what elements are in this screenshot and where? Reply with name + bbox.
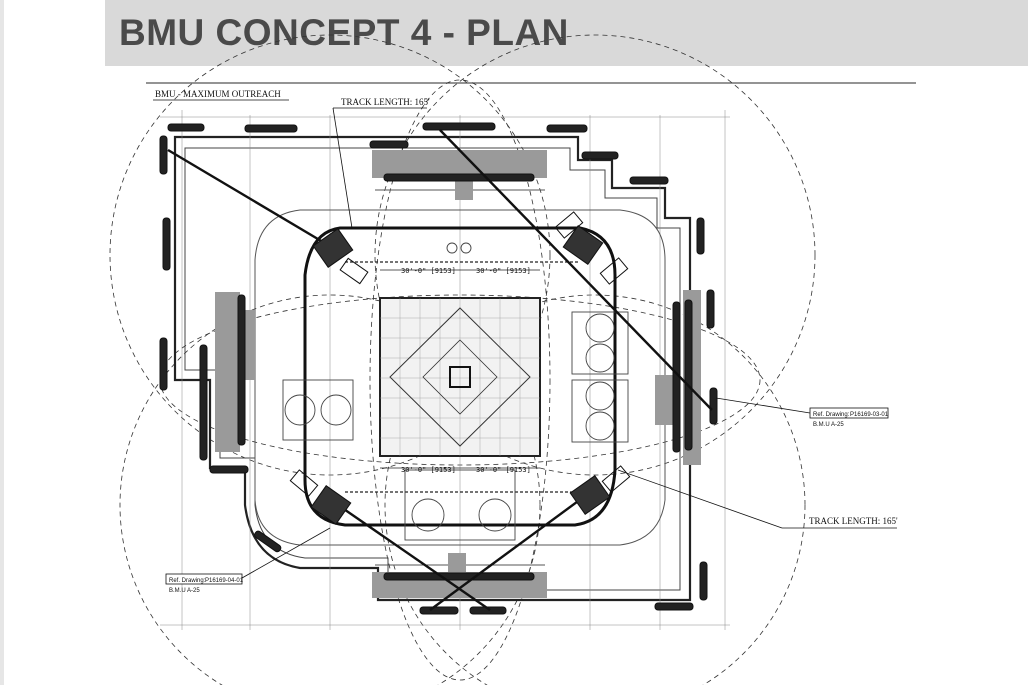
ref-box-left xyxy=(165,527,331,585)
track-length-right-label: TRACK LENGTH: 165' xyxy=(809,516,898,526)
ref-right-sheet: B.M.U A-25 xyxy=(813,422,844,428)
bmu-track xyxy=(303,226,617,527)
slide-title: BMU CONCEPT 4 - PLAN xyxy=(119,12,569,53)
ref-right-number: P16169-03-01 xyxy=(850,412,889,418)
ref-left-sheet: B.M.U A-25 xyxy=(169,588,200,594)
ref-box-right xyxy=(715,397,889,419)
track-length-top-leader xyxy=(332,107,353,229)
dimension-lines xyxy=(380,269,540,469)
title-bar: BMU CONCEPT 4 - PLAN xyxy=(105,0,1028,66)
side-tanks xyxy=(282,242,629,541)
bmu-machine-ladders xyxy=(289,211,631,497)
central-atrium xyxy=(379,297,541,457)
bmu-machines xyxy=(310,225,611,525)
dim-top-left: 30'-0" [9153] xyxy=(401,267,456,275)
building-outline xyxy=(173,135,692,602)
view-title: BMU - MAXIMUM OUTREACH xyxy=(155,89,281,99)
track-length-right-leader xyxy=(617,469,783,529)
bmu-track-rails xyxy=(345,261,580,493)
bmu-jibs xyxy=(167,129,713,611)
dim-bottom-left: 30'-0" [9153] xyxy=(401,466,456,474)
ref-left-label: Ref. Drawing: xyxy=(169,578,206,584)
ref-left-number: P16169-04-01 xyxy=(205,578,244,584)
slide-left-edge xyxy=(0,0,4,685)
ref-right-label: Ref. Drawing: xyxy=(813,412,850,418)
perimeter-rails xyxy=(159,122,718,615)
dim-top-right: 30'-0" [9153] xyxy=(476,267,531,275)
dim-bottom-right: 30'-0" [9153] xyxy=(476,466,531,474)
track-length-top-label: TRACK LENGTH: 165' xyxy=(341,97,430,107)
